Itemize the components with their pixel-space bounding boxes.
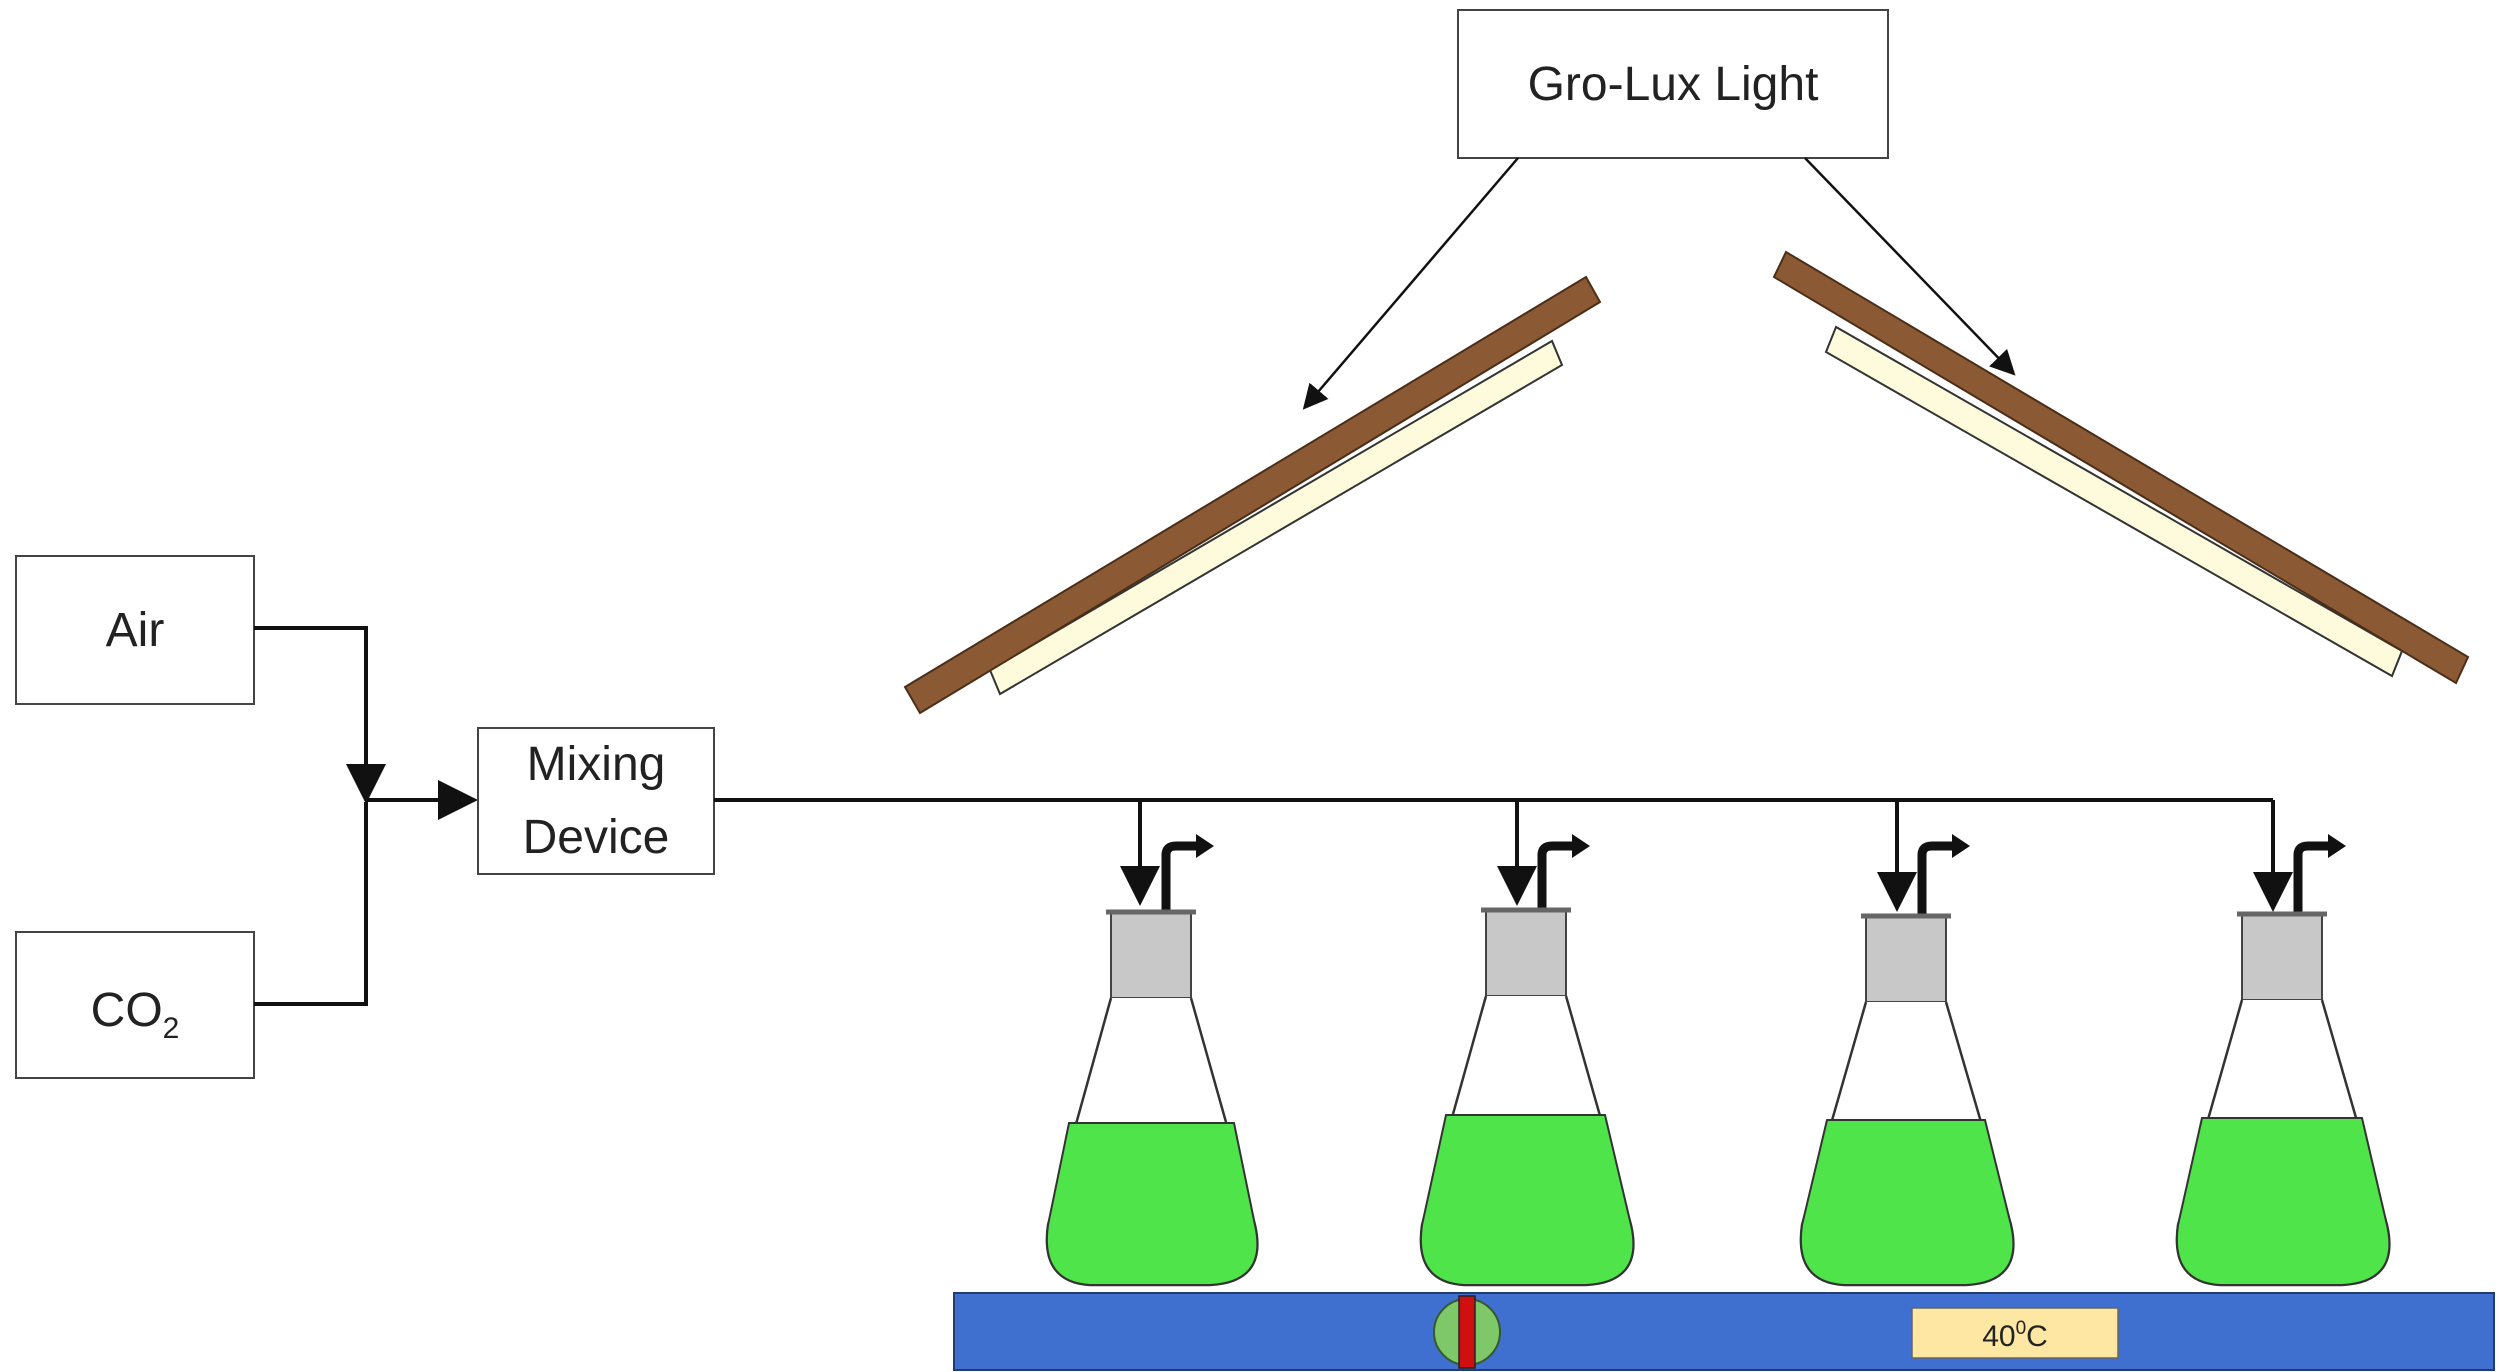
lamp-fixture-right	[1772, 250, 2470, 685]
light-arrow-left	[1302, 157, 1519, 410]
lamp-tube-right	[1824, 325, 2404, 678]
flask-3-culture	[1799, 1119, 2015, 1286]
co2-feed-line	[254, 802, 368, 1006]
flask-3-outlet-arrow	[1917, 841, 1952, 914]
lamp-reflector-left	[903, 275, 1602, 715]
lamp-fixture-left	[903, 275, 1602, 715]
shaker-platform: 400C	[953, 1292, 2495, 1371]
mixing-device-box: Mixing Device	[477, 727, 715, 875]
flask-1-outlet-arrow	[1161, 841, 1196, 910]
flask-4	[2175, 800, 2391, 1287]
flask-1	[1045, 800, 1259, 1287]
mixing-label-line1: Mixing	[527, 738, 666, 791]
light-label: Gro-Lux Light	[1528, 58, 1819, 111]
temperature-label: 400C	[1982, 1318, 2048, 1353]
flask-4-culture	[2175, 1117, 2391, 1286]
lamp-tube-left	[988, 339, 1564, 696]
light-label-box: Gro-Lux Light	[1457, 9, 1889, 159]
flask-4-outlet-arrow	[2293, 841, 2328, 914]
speed-knob-icon	[1433, 1295, 1501, 1369]
flask-2-outlet-arrow	[1537, 841, 1572, 910]
flask-3	[1799, 800, 2015, 1287]
light-arrow-right	[1804, 157, 2016, 376]
air-box: Air	[15, 555, 255, 705]
co2-label: CO2	[91, 984, 180, 1045]
co2-box: CO2	[15, 931, 255, 1079]
lamp-reflector-right	[1772, 250, 2470, 685]
temperature-display: 400C	[1911, 1307, 2119, 1359]
air-label: Air	[106, 604, 165, 657]
mixing-label-line2: Device	[523, 811, 670, 864]
flask-1-culture	[1045, 1122, 1259, 1286]
air-feed-line	[254, 626, 386, 804]
flask-2	[1419, 800, 1635, 1287]
flask-2-culture	[1419, 1114, 1635, 1286]
